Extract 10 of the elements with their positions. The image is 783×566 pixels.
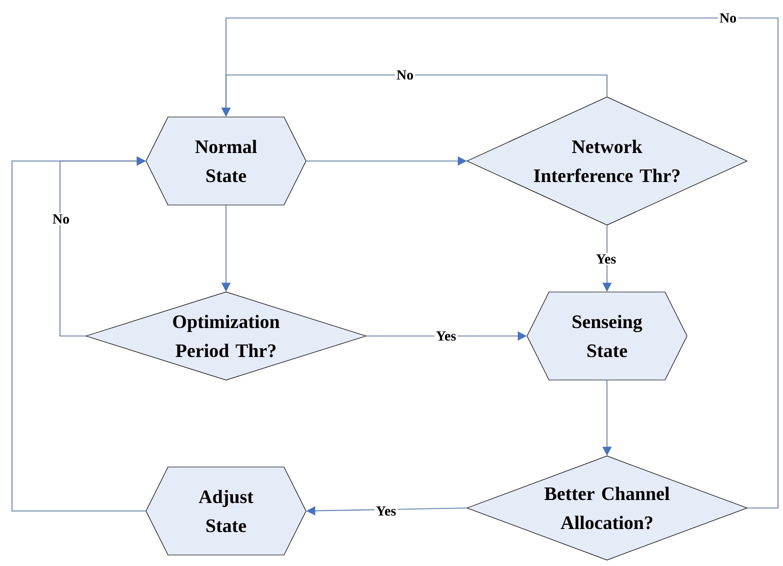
edge-label: Yes — [374, 504, 398, 518]
edge-label: No — [718, 12, 738, 24]
edge-label: No — [394, 68, 416, 82]
state-hexagon: Normal State — [146, 116, 306, 206]
state-hexagon: Adjust State — [146, 466, 306, 556]
state-hexagon: Senseing State — [526, 292, 688, 380]
edge-label: No — [50, 212, 72, 226]
arrow — [12, 156, 146, 512]
edge-label: Yes — [594, 252, 618, 266]
edge-label: Yes — [434, 330, 458, 342]
